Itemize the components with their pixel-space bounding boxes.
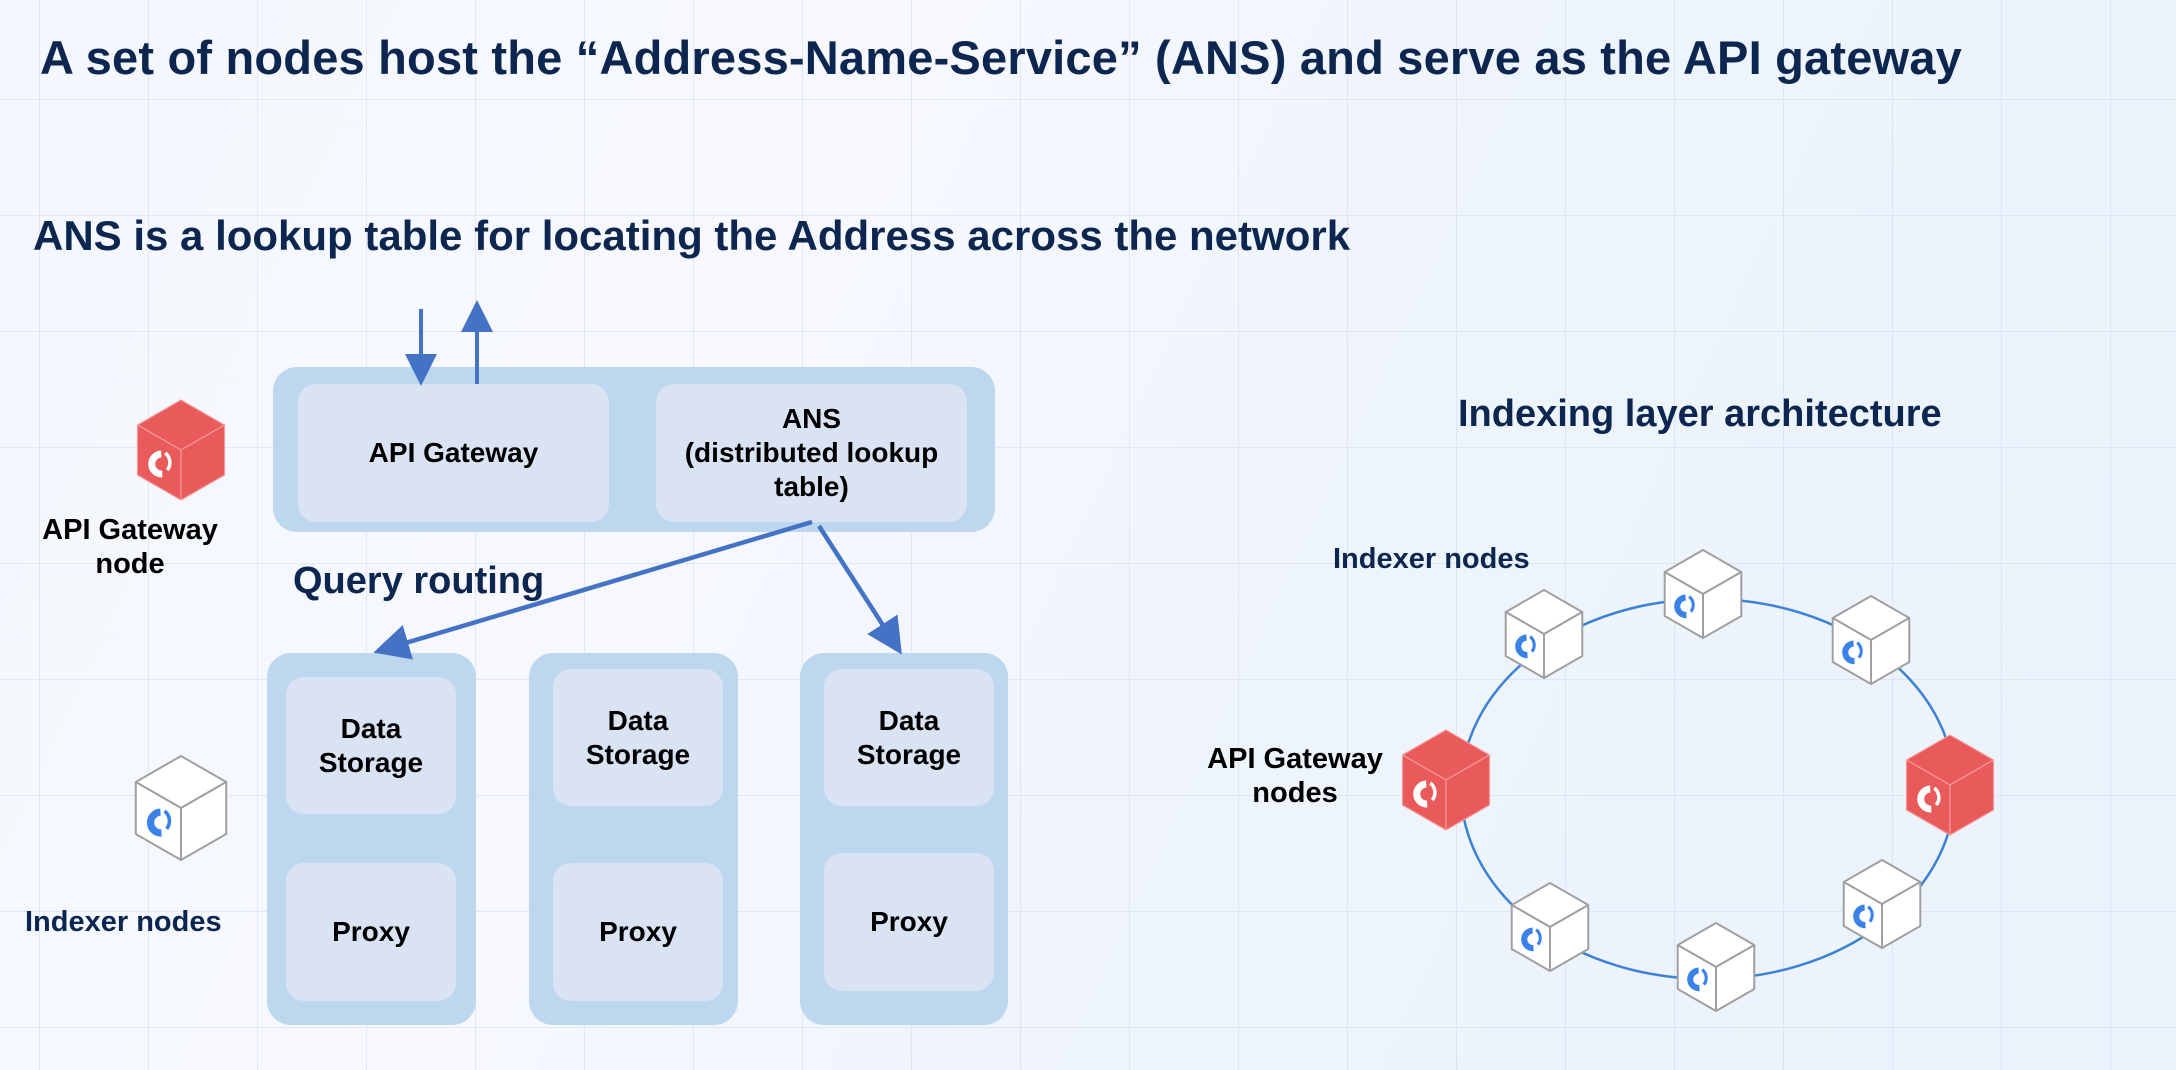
api-gateway-node-label: API Gateway node xyxy=(42,514,218,580)
ring-indexer-node xyxy=(1842,859,1922,949)
node-logo-icon xyxy=(146,808,172,837)
data-storage-label-2: Storage xyxy=(318,746,424,778)
query-routing-label: Query routing xyxy=(293,560,545,602)
indexer-node-legend-icon xyxy=(134,755,228,861)
ring-gateway-node xyxy=(1401,729,1491,831)
page-title: A set of nodes host the “Address-Name-Se… xyxy=(40,31,1962,84)
node-logo-icon xyxy=(1413,780,1437,808)
indexing-ring xyxy=(1459,597,1957,981)
route-arrow-column-3 xyxy=(817,524,902,655)
data-storage-label-2: Storage xyxy=(856,738,962,770)
api-gateway-nodes-label: API Gateway nodes xyxy=(1185,742,1405,810)
api-gateway-box: API Gateway xyxy=(298,384,609,522)
node-logo-icon xyxy=(1515,634,1536,659)
gateway-node-legend-icon xyxy=(136,399,226,501)
node-logo-icon xyxy=(1674,594,1695,619)
data-storage-label-2: Storage xyxy=(585,738,691,770)
proxy-box: Proxy xyxy=(824,853,994,991)
node-logo-icon xyxy=(1521,927,1542,952)
proxy-box: Proxy xyxy=(286,863,456,1001)
api-gateway-nodes-label-1: API Gateway xyxy=(1207,743,1383,775)
proxy-label: Proxy xyxy=(332,916,410,947)
api-gateway-nodes-label-2: nodes xyxy=(1252,777,1338,809)
proxy-box: Proxy xyxy=(553,863,723,1001)
data-storage-label-1: Data xyxy=(607,704,669,736)
ans-box: ANS (distributed lookup table) xyxy=(656,384,967,522)
indexer-nodes-legend-label: Indexer nodes xyxy=(25,906,222,938)
ring-gateway-node xyxy=(1905,734,1995,836)
node-logo-icon xyxy=(1853,904,1874,929)
node-logo-icon xyxy=(1917,785,1941,813)
ring-indexer-node xyxy=(1676,922,1756,1012)
ans-box-desc-2: table) xyxy=(774,471,849,502)
ans-box-desc-1: (distributed lookup xyxy=(684,437,939,468)
proxy-label: Proxy xyxy=(870,906,948,937)
data-storage-label-1: Data xyxy=(878,704,940,736)
node-logo-icon xyxy=(148,450,172,478)
ans-box-title: ANS xyxy=(781,403,842,434)
indexing-layer-title: Indexing layer architecture xyxy=(1458,393,1942,435)
data-storage-label-1: Data xyxy=(340,712,402,744)
ring-indexer-node xyxy=(1663,549,1743,639)
node-logo-icon xyxy=(1687,967,1708,992)
ring-indexer-node xyxy=(1510,882,1590,972)
ring-indexer-node xyxy=(1831,595,1911,685)
page-subtitle: ANS is a lookup table for locating the A… xyxy=(33,212,1351,259)
indexer-nodes-label: Indexer nodes xyxy=(1333,543,1530,575)
api-gateway-box-label: API Gateway xyxy=(368,437,539,468)
node-logo-icon xyxy=(1842,640,1863,665)
ring-indexer-node xyxy=(1504,589,1584,679)
proxy-label: Proxy xyxy=(599,916,677,947)
